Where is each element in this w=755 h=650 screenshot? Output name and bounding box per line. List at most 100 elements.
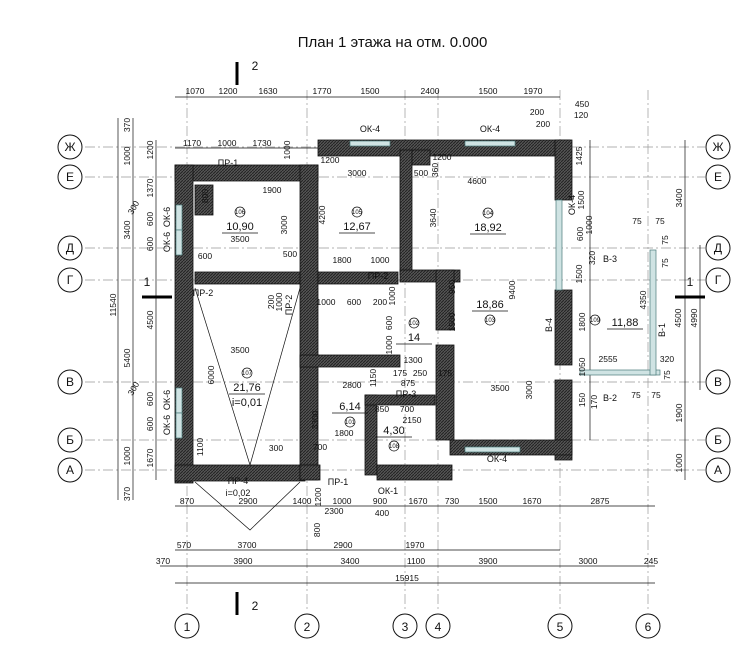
axis-label-row: Ж — [712, 140, 723, 154]
opening-label: ПР-2 — [193, 288, 213, 298]
dimension-value: 3000 — [279, 215, 289, 234]
axis-label-col: 5 — [557, 620, 564, 634]
wall — [364, 394, 436, 406]
dimension-value: 950 — [447, 280, 457, 294]
dimension-value: 11540 — [108, 293, 118, 316]
dimension-value: 700 — [313, 442, 327, 452]
wall — [299, 464, 321, 481]
dimension-value: 5400 — [122, 348, 132, 367]
dimension-value: 1370 — [145, 178, 155, 197]
window — [175, 412, 183, 439]
room-number: 102 — [409, 321, 420, 327]
dimension-value: 1000 — [384, 335, 394, 354]
dimension-value: 150 — [577, 393, 587, 407]
room-number-circle — [589, 314, 601, 326]
section-label: 1 — [144, 275, 151, 289]
dimension-value: 320 — [587, 251, 597, 265]
room-number: 107 — [242, 371, 253, 377]
room-area: 14 — [408, 332, 420, 344]
axis-bubble — [425, 613, 451, 639]
axis-label-row: Б — [66, 433, 74, 447]
wall — [435, 269, 455, 331]
axis-label-col: 1 — [184, 620, 191, 634]
opening-label: В-3 — [603, 254, 617, 264]
dimension-value: 570 — [177, 540, 191, 550]
dimension-value: 2875 — [591, 496, 610, 506]
dimension-value: 1670 — [523, 496, 542, 506]
dimension-value: 1000 — [122, 146, 132, 165]
wall — [194, 184, 214, 216]
axis-label-row: Г — [715, 273, 722, 287]
room-number-circle — [408, 317, 420, 329]
dimension-value: 1000 — [218, 138, 237, 148]
axis-label-col: 2 — [304, 620, 311, 634]
dimension-value: 4500 — [145, 310, 155, 329]
opening-label: ПР-1 — [218, 158, 238, 168]
dimension-value: 600 — [575, 227, 585, 241]
dimension-value: 3300 — [310, 410, 320, 429]
dimension-value: 75 — [655, 216, 665, 226]
room-area: 4,30 — [383, 425, 404, 437]
axis-label-row: Д — [714, 241, 722, 255]
dimension-value: 200 — [373, 297, 387, 307]
dimension-value: 1300 — [404, 355, 423, 365]
dimension-value: 1200 — [313, 487, 323, 506]
dimension-value: 875 — [401, 378, 415, 388]
dimension-value: 600 — [347, 297, 361, 307]
room-area: 18,86 — [476, 299, 504, 311]
window — [175, 229, 183, 256]
dimension-value: 75 — [660, 235, 670, 245]
dimension-value: 75 — [651, 390, 661, 400]
dimension-value: 3000 — [348, 168, 367, 178]
dimension-value: 1425 — [574, 146, 584, 165]
axis-bubble — [705, 267, 731, 293]
dimension-value: 1500 — [479, 86, 498, 96]
window — [464, 140, 516, 147]
dimension-value: 400 — [375, 508, 389, 518]
room-number-circle — [234, 206, 246, 218]
dimension-value: 75 — [660, 258, 670, 268]
dimension-value: 4350 — [638, 290, 648, 309]
dimension-value: 600 — [145, 237, 155, 251]
axis-label-row: А — [66, 463, 74, 477]
dimension-value: 3000 — [579, 556, 598, 566]
room-area: 6,14 — [339, 401, 360, 413]
dimension-value: 3400 — [122, 220, 132, 239]
dimension-value: 1730 — [253, 138, 272, 148]
room-area: 21,76 — [233, 382, 261, 394]
opening-label: ПР-3 — [396, 389, 416, 399]
opening-label: i=0,02 — [226, 488, 251, 498]
opening-label: ОК-6 — [162, 415, 172, 435]
dimension-value: 1100 — [195, 438, 205, 457]
axis-bubble — [57, 134, 83, 160]
dimension-value: 1970 — [406, 540, 425, 550]
dimension-value: 1000 — [584, 215, 594, 234]
opening-label: ОК-6 — [162, 232, 172, 252]
axis-label-row: В — [66, 375, 74, 389]
room-area: 18,92 — [474, 222, 502, 234]
wall — [299, 354, 401, 368]
dimension-value: 1800 — [335, 428, 354, 438]
axis-label-col: 4 — [435, 620, 442, 634]
wall — [554, 139, 573, 201]
axis-bubble — [705, 369, 731, 395]
window — [555, 199, 563, 291]
dimension-value: 3640 — [428, 208, 438, 227]
dimension-value: 1200 — [145, 140, 155, 159]
dimension-value: 3900 — [479, 556, 498, 566]
axis-bubble — [635, 613, 661, 639]
axis-label-col: 3 — [402, 620, 409, 634]
axis-bubble — [57, 267, 83, 293]
axis-label-row: Е — [714, 170, 722, 184]
dimension-value: 3400 — [674, 188, 684, 207]
dimension-value: 600 — [145, 392, 155, 406]
dimension-value: 1000 — [371, 255, 390, 265]
dimension-value: 75 — [662, 370, 672, 380]
dimension-value: 600 — [145, 212, 155, 226]
section-label: 2 — [252, 599, 259, 613]
dimension-value: 1200 — [219, 86, 238, 96]
walls — [142, 62, 705, 615]
dimension-value: 900 — [373, 496, 387, 506]
axis-bubble — [294, 613, 320, 639]
